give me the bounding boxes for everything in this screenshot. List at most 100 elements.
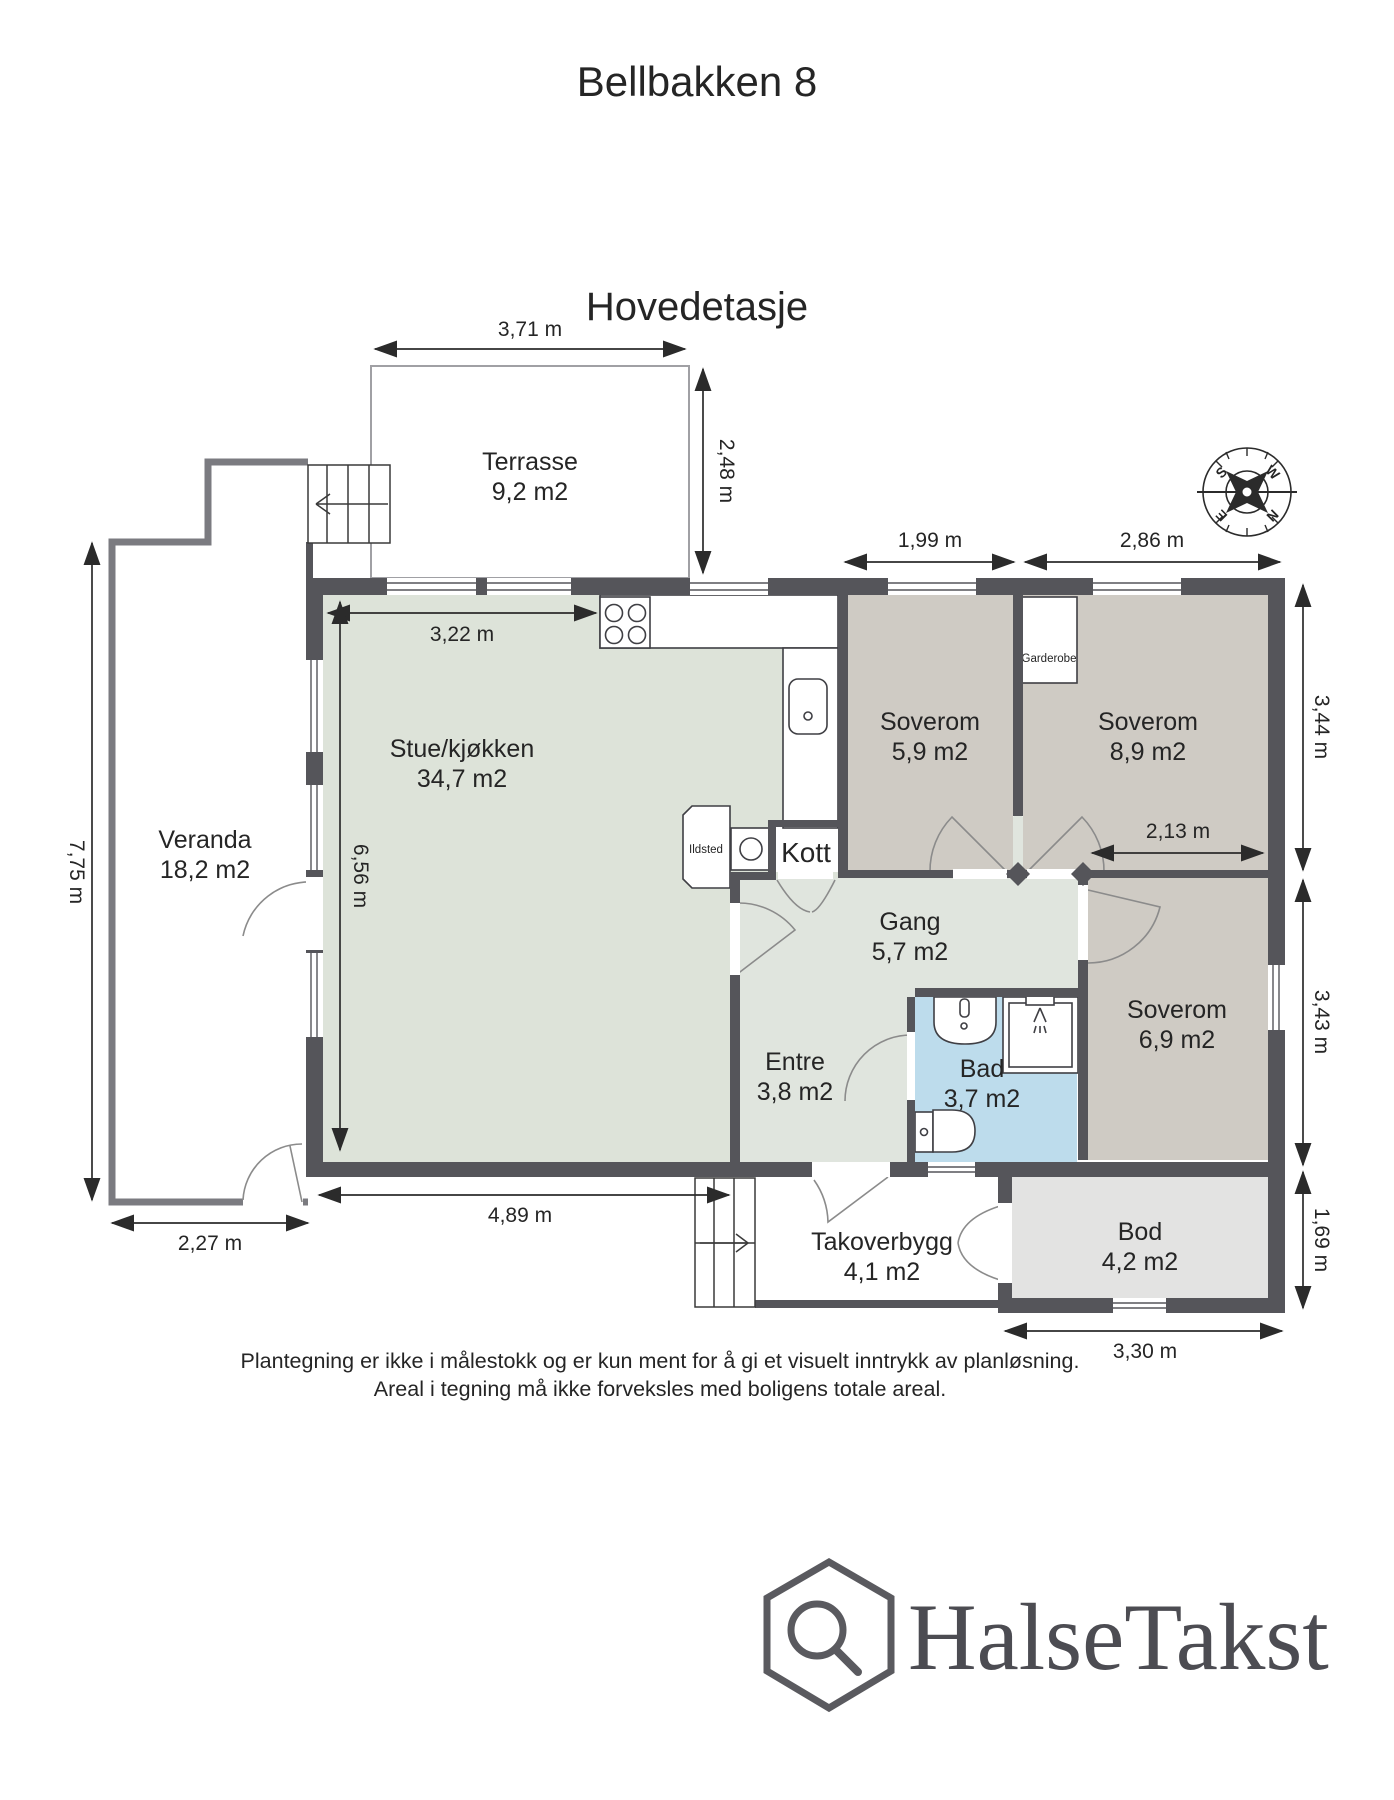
disclaimer-line1: Plantegning er ikke i målestokk og er ku…	[241, 1349, 1080, 1373]
wardrobe-label: Garderobe	[1022, 653, 1077, 665]
burner-icon	[604, 603, 624, 623]
dimension-label: 4,89 m	[488, 1204, 552, 1227]
toilet-bowl	[932, 1109, 976, 1153]
bedroom3-door-arc	[1087, 889, 1161, 964]
room-label-bod: Bod	[1118, 1218, 1162, 1246]
fireplace-label: Ildsted	[689, 844, 723, 856]
dimension-label: 3,22 m	[430, 623, 494, 646]
veranda-bottom-door-arc	[242, 1143, 303, 1203]
room-area-soverom1: 5,9 m2	[892, 738, 968, 766]
room-labels: Terrasse 9,2 m2 Veranda 18,2 m2 Stue/kjø…	[158, 448, 1227, 1286]
room-label-terrasse: Terrasse	[482, 448, 578, 476]
dimension-label: 7,75 m	[65, 840, 88, 904]
bod-floor	[1012, 1177, 1268, 1298]
stair-direction-arrow	[315, 493, 388, 515]
room-area-entre: 3,8 m2	[757, 1078, 833, 1106]
dimension-label: 3,71 m	[498, 318, 562, 341]
floor-title: Hovedetasje	[586, 285, 808, 329]
bod-doors-arc	[957, 1205, 1001, 1281]
burner-icon	[627, 625, 647, 645]
dimension-label: 3,43 m	[1310, 990, 1333, 1054]
kott-doors-arc	[776, 879, 836, 913]
bedroom1-floor	[848, 595, 1013, 870]
logo-hexagon-icon	[763, 1557, 895, 1713]
dimension-label: 2,13 m	[1146, 820, 1210, 843]
pipe-circle-icon	[739, 837, 763, 861]
logo-text: HalseTakst	[908, 1584, 1329, 1690]
room-label-soverom2: Soverom	[1098, 708, 1198, 736]
fireplace: Ildsted	[682, 805, 772, 889]
terrace-stairs	[307, 366, 391, 578]
room-area-gang: 5,7 m2	[872, 938, 948, 966]
room-area-stue: 34,7 m2	[417, 765, 507, 793]
sink-drain-icon	[960, 1022, 968, 1030]
dimension-label: 1,69 m	[1310, 1208, 1333, 1272]
room-label-soverom3: Soverom	[1127, 996, 1227, 1024]
room-label-entre: Entre	[765, 1048, 825, 1076]
terrace-outline	[370, 365, 690, 579]
entry-stairs	[694, 1177, 756, 1308]
entry-door-arc	[813, 1176, 889, 1224]
shower-inner	[1008, 1002, 1073, 1068]
dimension-label: 2,27 m	[178, 1232, 242, 1255]
bedroom1-door-arc	[929, 815, 1008, 873]
room-area-soverom3: 6,9 m2	[1139, 1026, 1215, 1054]
bath-sink	[933, 996, 997, 1045]
room-area-veranda: 18,2 m2	[160, 856, 250, 884]
dimension-label: 2,86 m	[1120, 529, 1184, 552]
windows	[306, 578, 1285, 1313]
toilet-button-icon	[919, 1127, 929, 1137]
kott-floor	[776, 827, 838, 872]
living-hall-door-arc	[735, 902, 797, 976]
dimension-label: 3,30 m	[1113, 1340, 1177, 1363]
room-label-veranda: Veranda	[158, 826, 251, 854]
room-label-bad: Bad	[960, 1055, 1004, 1083]
bedroom2-door-arc	[1026, 815, 1105, 873]
magnifier-handle-icon	[832, 1646, 862, 1676]
page-title: Bellbakken 8	[577, 58, 818, 105]
veranda-side-door-arc	[242, 881, 314, 937]
room-label-soverom1: Soverom	[880, 708, 980, 736]
room-area-bod: 4,2 m2	[1102, 1248, 1178, 1276]
room-label-kott: Kott	[781, 837, 831, 868]
wardrobe: Garderobe	[1021, 596, 1078, 684]
kitchen-fixtures	[599, 594, 839, 829]
dimension-labels: 3,71 m 2,48 m 1,99 m 2,86 m 3,22 m 6,56 …	[65, 318, 1333, 1363]
dimension-label: 3,44 m	[1310, 695, 1333, 759]
floor-fills	[322, 595, 1268, 1298]
veranda-outline	[108, 458, 308, 1206]
burner-icon	[604, 625, 624, 645]
door-hinges	[1006, 862, 1095, 886]
dimension-label: 2,48 m	[715, 439, 738, 503]
sink-tap-icon	[959, 998, 970, 1018]
bedroom3-floor	[1088, 878, 1268, 1160]
bath-door-arc	[844, 1034, 912, 1102]
room-label-gang: Gang	[879, 908, 940, 936]
dimension-label: 1,99 m	[898, 529, 962, 552]
compass-s: S	[1212, 463, 1230, 481]
room-label-stue: Stue/kjøkken	[390, 735, 535, 763]
shower-spray-icon	[1033, 1007, 1047, 1034]
bath-fixtures	[914, 994, 1079, 1153]
compass-icon: S W E N	[1197, 447, 1297, 537]
room-area-takoverbygg: 4,1 m2	[844, 1258, 920, 1286]
room-area-terrasse: 9,2 m2	[492, 478, 568, 506]
logo: HalseTakst	[763, 1557, 1329, 1713]
compass-e: E	[1212, 507, 1230, 525]
dimension-lines	[83, 340, 1312, 1340]
wall-openings	[306, 869, 1088, 1283]
kitchen-sink	[788, 678, 828, 735]
compass-w: W	[1262, 462, 1283, 483]
sink-drain-icon	[803, 711, 813, 721]
kitchen-counter-side	[782, 647, 839, 829]
magnifier-icon	[787, 1600, 847, 1660]
burner-icon	[627, 603, 647, 623]
door-arcs	[242, 815, 1161, 1281]
room-label-takoverbygg: Takoverbygg	[811, 1228, 953, 1256]
room-area-soverom2: 8,9 m2	[1110, 738, 1186, 766]
dimension-label: 6,56 m	[349, 844, 372, 908]
room-area-bad: 3,7 m2	[944, 1085, 1020, 1113]
disclaimer-line2: Areal i tegning må ikke forveksles med b…	[374, 1377, 946, 1401]
